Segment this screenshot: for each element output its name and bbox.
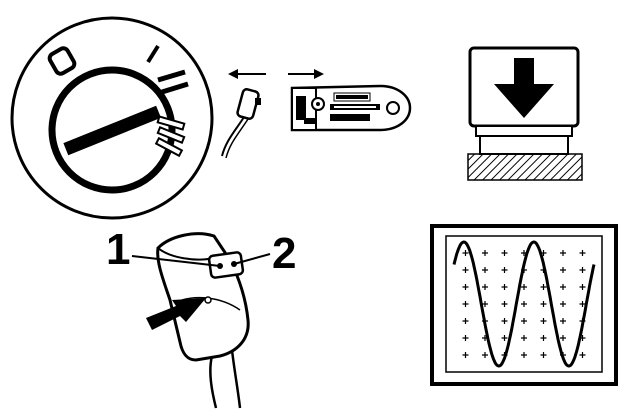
position-mark-3 <box>154 115 186 158</box>
arrow-pointer-icon <box>146 298 206 330</box>
grid-mark <box>540 335 547 341</box>
grid-mark <box>482 250 488 256</box>
key-ring-hole <box>386 101 400 115</box>
grid-mark <box>462 301 469 307</box>
grid-mark <box>501 284 508 290</box>
sensor-hole <box>204 296 212 304</box>
grid-mark <box>482 267 488 273</box>
grid-mark <box>579 250 586 256</box>
callout-leader-2 <box>233 253 271 265</box>
grid-mark <box>501 301 508 307</box>
grid-mark <box>579 352 586 358</box>
grid-mark <box>482 284 488 290</box>
grid-mark <box>560 301 566 307</box>
grid-mark <box>462 267 469 273</box>
grid-mark <box>462 352 469 358</box>
arrow-left-icon <box>228 69 266 79</box>
grid-mark <box>521 301 527 307</box>
grid-mark <box>540 318 547 324</box>
callout-leader-1 <box>131 255 221 267</box>
grid-mark <box>560 335 566 341</box>
grid-mark <box>521 352 527 358</box>
sensor-panel: 1 2 <box>106 225 296 409</box>
grid-mark <box>560 250 566 256</box>
grid-mark <box>501 335 508 341</box>
position-mark-0 <box>47 46 77 76</box>
grid-mark <box>521 318 527 324</box>
grid-mark <box>560 318 566 324</box>
grid-mark <box>560 267 566 273</box>
position-mark-2 <box>157 69 189 95</box>
grid-mark <box>482 352 488 358</box>
arrow-right-icon <box>288 69 324 79</box>
grid-mark <box>501 267 508 273</box>
knob-pointer-bar <box>63 105 161 156</box>
grid-mark <box>501 250 508 256</box>
key-module-panel <box>221 69 412 159</box>
tag-label-bottom <box>330 114 370 121</box>
lamp-switch-panel <box>10 16 214 220</box>
grid-mark <box>521 284 527 290</box>
grid-mark <box>540 352 547 358</box>
sine-waveform <box>452 240 596 368</box>
grid-mark <box>540 284 547 290</box>
grid-mark <box>462 318 469 324</box>
key-tag <box>290 84 412 132</box>
button-collar <box>475 125 573 137</box>
grid-mark <box>579 301 586 307</box>
callout-label-2: 2 <box>272 229 296 278</box>
grid-mark <box>521 335 527 341</box>
push-button-panel <box>467 46 583 181</box>
grid-mark <box>482 301 488 307</box>
oscilloscope-panel <box>430 224 618 386</box>
arrow-down-icon <box>494 58 554 118</box>
button-base <box>467 153 583 181</box>
grid-mark <box>462 335 469 341</box>
grid-mark <box>462 250 469 256</box>
callout-label-1: 1 <box>106 225 130 274</box>
grid-mark <box>540 301 547 307</box>
position-mark-1 <box>146 44 160 64</box>
button-stem <box>479 135 569 155</box>
grid-mark <box>462 284 469 290</box>
grid-mark <box>560 284 566 290</box>
grid-mark <box>579 284 586 290</box>
cable-plug <box>221 88 261 159</box>
grid-mark <box>501 318 508 324</box>
grid-mark <box>579 267 586 273</box>
